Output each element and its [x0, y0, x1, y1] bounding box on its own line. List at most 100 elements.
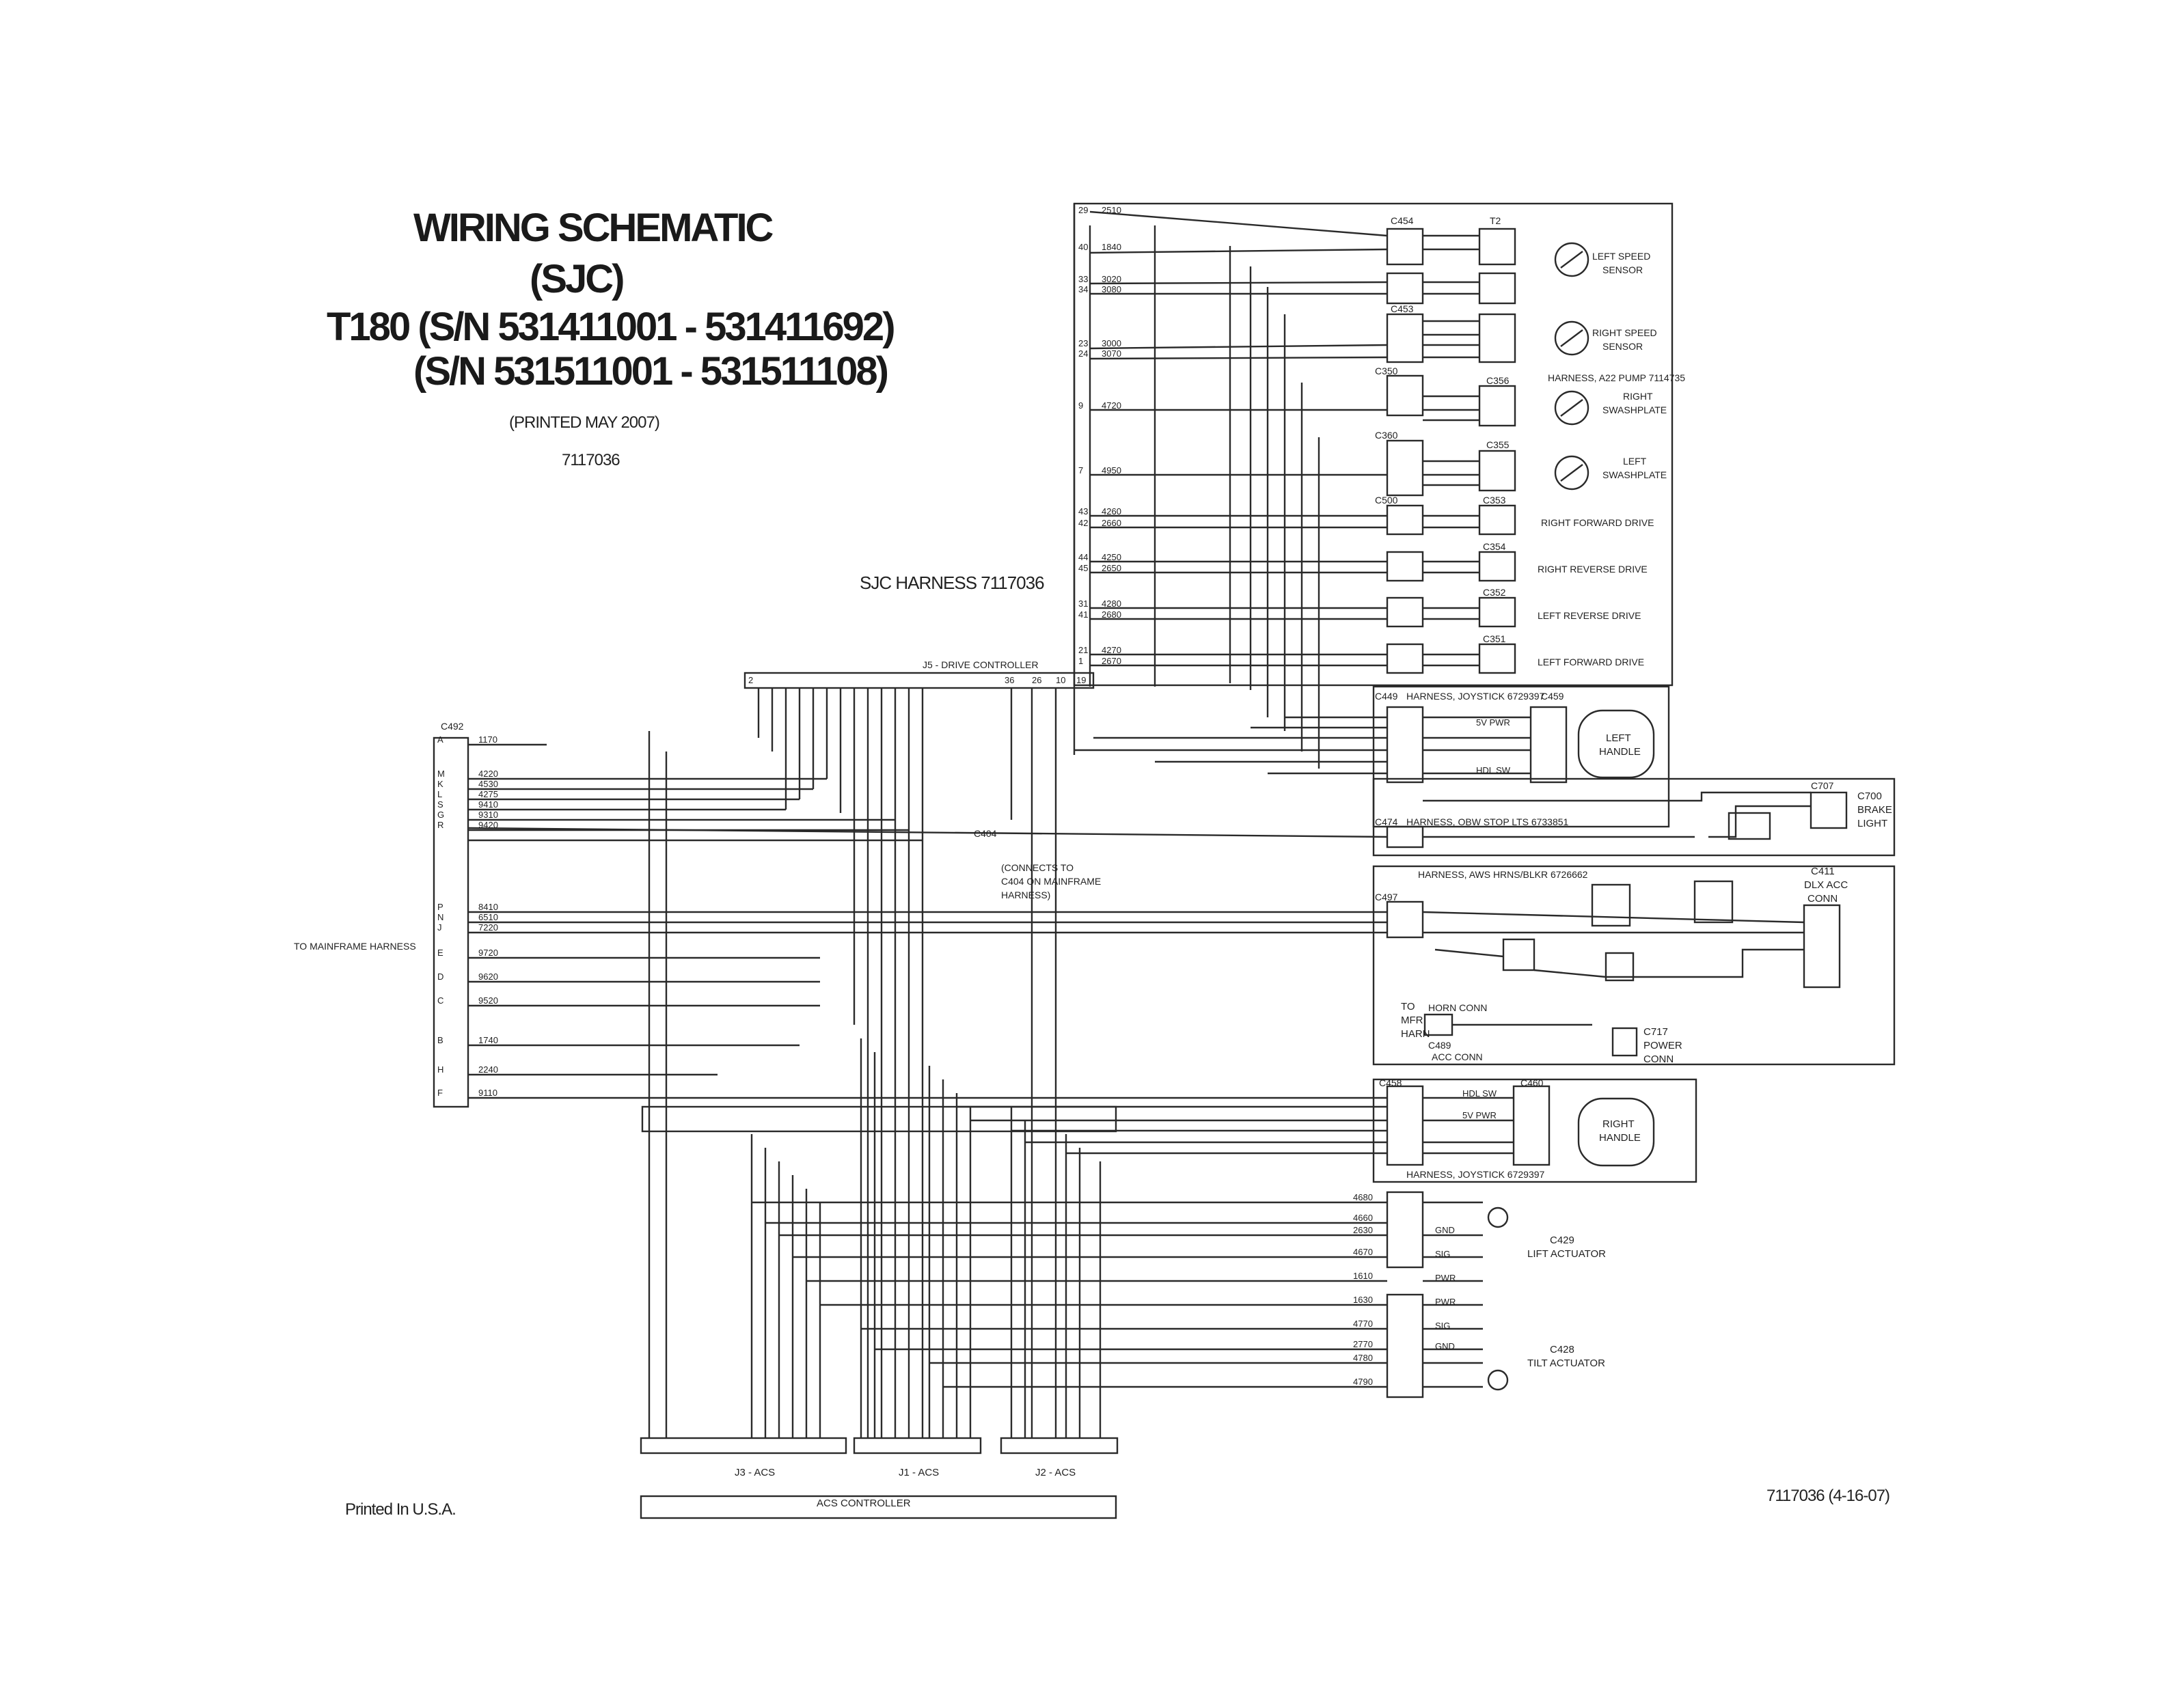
c404-note-1: (CONNECTS TO [1001, 862, 1074, 873]
rw-pin-10: 44 [1078, 552, 1088, 562]
rw-wire-11: 2650 [1102, 563, 1121, 573]
act-gnd: GND [1435, 1225, 1455, 1235]
c492-wire-5: 9310 [478, 810, 498, 820]
rw-pin-12: 31 [1078, 598, 1088, 609]
c353-label: C353 [1483, 495, 1506, 506]
c492-pin-5: G [437, 810, 444, 820]
c460-label: C460 [1520, 1077, 1544, 1088]
c404-note-3: HARNESS) [1001, 890, 1050, 900]
rw-pin-2: 33 [1078, 274, 1088, 284]
c356-label: C356 [1486, 375, 1510, 386]
rw-wire-10: 4250 [1102, 552, 1121, 562]
c453-label: C453 [1391, 303, 1414, 314]
c492-wire-1: 4220 [478, 769, 498, 779]
j5-pin-36: 36 [1005, 675, 1014, 685]
lrd-label: LEFT REVERSE DRIVE [1538, 610, 1641, 621]
j5-connector [743, 672, 1095, 689]
j2-connector [1000, 1437, 1119, 1454]
j5-pin-26: 26 [1032, 675, 1041, 685]
c492-pin-3: L [437, 789, 442, 799]
c459-label: C459 [1541, 691, 1564, 702]
fv-pwr-top: 5V PWR [1476, 717, 1510, 728]
j5-pins-label: 2 [748, 675, 753, 685]
c474-label: C474 [1375, 816, 1398, 827]
aws-harness-box [1372, 865, 1896, 1066]
left-handle-shape [1577, 709, 1655, 779]
printed-date: (PRINTED MAY 2007) [509, 413, 660, 432]
mfr-1: TO [1401, 1001, 1415, 1012]
aws-harness-label: HARNESS, AWS HRNS/BLKR 6726662 [1418, 869, 1588, 880]
brake-2: BRAKE [1857, 804, 1892, 816]
c489-label: C489 [1428, 1040, 1451, 1051]
c492-wire-12: 9520 [478, 995, 498, 1006]
left-speed-1: LEFT SPEED [1592, 251, 1650, 262]
j5-pin-19: 19 [1076, 675, 1086, 685]
lift-2: LIFT ACTUATOR [1527, 1248, 1606, 1260]
rw-wire-6: 4720 [1102, 400, 1121, 411]
c492-pin-10: E [437, 948, 443, 958]
rw-wire-7: 4950 [1102, 465, 1121, 475]
j3-label: J3 - ACS [735, 1467, 775, 1478]
act-wire-3: 4670 [1353, 1247, 1373, 1257]
act-wire-7: 2770 [1353, 1339, 1373, 1349]
rw-pin-14: 21 [1078, 645, 1088, 655]
left-swash-2: SWASHPLATE [1602, 469, 1667, 480]
c492-pin-8: N [437, 912, 443, 922]
c492-wire-3: 4275 [478, 789, 498, 799]
c354-label: C354 [1483, 541, 1506, 552]
c492-pin-0: A [437, 734, 443, 745]
footer-right: 7117036 (4-16-07) [1766, 1487, 1890, 1505]
power-3: CONN [1643, 1053, 1674, 1065]
c492-pin-1: M [437, 769, 445, 779]
c492-wire-14: 2240 [478, 1064, 498, 1075]
rrd-label: RIGHT REVERSE DRIVE [1538, 564, 1648, 575]
rw-pin-13: 41 [1078, 609, 1088, 620]
c492-pin-7: P [437, 902, 443, 912]
c458-label: C458 [1379, 1077, 1402, 1088]
title-line-3: T180 (S/N 531411001 - 531411692) [327, 305, 896, 349]
c355-label: C355 [1486, 439, 1510, 450]
left-handle-2: HANDLE [1599, 746, 1641, 758]
act-wire-4: 1610 [1353, 1271, 1373, 1281]
rw-pin-7: 7 [1078, 465, 1083, 475]
rw-pin-9: 42 [1078, 518, 1088, 528]
acs-controller-box [641, 1105, 1117, 1133]
acs-controller-label: ACS CONTROLLER [817, 1498, 911, 1509]
acc-conn: ACC CONN [1432, 1051, 1483, 1062]
hdl-sw-bottom: HDL SW [1462, 1088, 1497, 1099]
c492-wire-6: 9420 [478, 820, 498, 830]
c492-pin-11: D [437, 971, 443, 982]
title-line-4: (S/N 531511001 - 531511108) [413, 349, 889, 394]
right-speed-1: RIGHT SPEED [1592, 327, 1657, 338]
c492-pin-4: S [437, 799, 443, 810]
rw-pin-1: 40 [1078, 242, 1088, 252]
act-wire-5: 1630 [1353, 1295, 1373, 1305]
power-1: C717 [1643, 1026, 1668, 1038]
brake-3: LIGHT [1857, 818, 1887, 829]
horn-conn: HORN CONN [1428, 1002, 1487, 1013]
c492-wire-8: 6510 [478, 912, 498, 922]
c454-label: C454 [1391, 215, 1414, 226]
tilt-gnd: GND [1435, 1341, 1455, 1351]
rw-wire-8: 4260 [1102, 506, 1121, 516]
act-wire-8: 4780 [1353, 1353, 1373, 1363]
c492-wire-7: 8410 [478, 902, 498, 912]
c500-label: C500 [1375, 495, 1398, 506]
left-speed-2: SENSOR [1602, 264, 1643, 275]
dlx-3: CONN [1807, 893, 1838, 905]
joystick-top-harness: HARNESS, JOYSTICK 6729397 [1406, 691, 1545, 702]
rw-pin-15: 1 [1078, 656, 1083, 666]
c360-label: C360 [1375, 430, 1398, 441]
footer-left: Printed In U.S.A. [345, 1500, 456, 1519]
lfd-label: LEFT FORWARD DRIVE [1538, 657, 1644, 667]
power-2: POWER [1643, 1040, 1682, 1051]
left-swash-1: LEFT [1623, 456, 1647, 467]
act-wire-6: 4770 [1353, 1319, 1373, 1329]
brake-1: C700 [1857, 790, 1882, 802]
rw-pin-6: 9 [1078, 400, 1083, 411]
c492-wire-2: 4530 [478, 779, 498, 789]
c404-note-2: C404 ON MAINFRAME [1001, 876, 1101, 887]
rfd-label: RIGHT FORWARD DRIVE [1541, 517, 1654, 528]
right-handle-1: RIGHT [1602, 1118, 1635, 1130]
